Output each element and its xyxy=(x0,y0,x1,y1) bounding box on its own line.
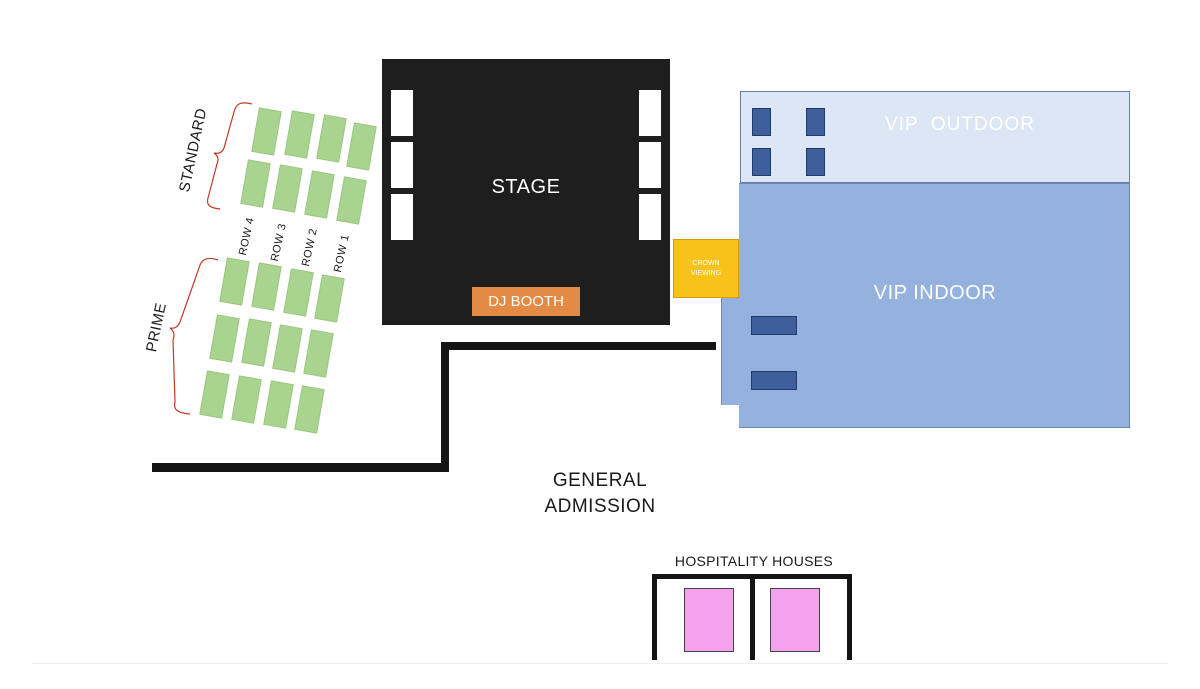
vip-indoor-table xyxy=(751,316,797,335)
page-divider xyxy=(32,663,1168,664)
stage-label: STAGE xyxy=(491,176,561,198)
stage-speaker-right-3 xyxy=(639,194,661,240)
general-admission-label: GENERAL ADMISSION xyxy=(520,468,680,520)
seat-standard xyxy=(251,107,282,156)
hospitality-wall xyxy=(847,574,852,660)
seat-prime xyxy=(231,375,262,424)
seat-prime xyxy=(283,268,314,317)
row-label-3: ROW 3 xyxy=(269,222,289,263)
stage-area: STAGE DJ BOOTH xyxy=(382,59,670,325)
seat-prime xyxy=(241,318,272,367)
stage-speaker-right-1 xyxy=(639,90,661,136)
seat-standard xyxy=(304,170,335,219)
seat-prime xyxy=(199,370,230,419)
vip-outdoor-area: VIP OUTDOOR xyxy=(740,91,1130,183)
vip-outdoor-table xyxy=(752,108,771,136)
crown-viewing-line1: CROWN xyxy=(692,260,720,267)
hospitality-wall xyxy=(750,574,755,660)
general-admission-line2: ADMISSION xyxy=(544,496,656,517)
dj-booth: DJ BOOTH xyxy=(472,287,580,316)
standard-bracket xyxy=(206,102,253,210)
seat-standard xyxy=(316,114,347,163)
seat-prime xyxy=(209,314,240,363)
seat-standard xyxy=(272,164,303,213)
stage-speaker-left-1 xyxy=(391,90,413,136)
stage-speaker-right-2 xyxy=(639,142,661,188)
row-label-1: ROW 1 xyxy=(332,233,352,274)
vip-indoor-label: VIP INDOOR xyxy=(873,282,997,304)
vip-outdoor-table xyxy=(806,148,825,176)
hospitality-house xyxy=(770,588,820,652)
general-admission-line1: GENERAL xyxy=(552,470,648,491)
seat-standard xyxy=(284,110,315,159)
crown-viewing-area: CROWN VIEWING xyxy=(673,239,739,298)
stage-speaker-left-3 xyxy=(391,194,413,240)
vip-outdoor-label: VIP OUTDOOR xyxy=(885,114,1035,135)
seat-prime xyxy=(219,257,250,306)
seat-standard xyxy=(240,159,271,208)
seat-prime xyxy=(251,262,282,311)
seat-standard xyxy=(336,176,367,225)
hospitality-house xyxy=(684,588,734,652)
vip-indoor-notch xyxy=(721,405,739,428)
prime-bracket xyxy=(169,257,219,415)
barrier-wall xyxy=(152,463,449,472)
prime-label: PRIME xyxy=(143,301,171,354)
crown-viewing-line2: VIEWING xyxy=(690,270,722,277)
stage-speaker-left-2 xyxy=(391,142,413,188)
hospitality-houses-label: HOSPITALITY HOUSES xyxy=(674,553,834,569)
row-label-2: ROW 2 xyxy=(300,227,320,268)
seat-standard xyxy=(346,122,377,171)
seat-prime xyxy=(263,380,294,429)
standard-label: STANDARD xyxy=(176,106,211,194)
vip-outdoor-table xyxy=(752,148,771,176)
seat-prime xyxy=(272,324,303,373)
hospitality-wall xyxy=(652,574,657,660)
seat-prime xyxy=(314,274,345,323)
seat-prime xyxy=(303,329,334,378)
vip-outdoor-table xyxy=(806,108,825,136)
row-label-4: ROW 4 xyxy=(237,216,257,257)
vip-indoor-area xyxy=(721,183,1130,428)
seat-prime xyxy=(294,385,325,434)
barrier-wall xyxy=(441,342,716,350)
vip-indoor-table xyxy=(751,371,797,390)
barrier-wall xyxy=(441,342,449,472)
